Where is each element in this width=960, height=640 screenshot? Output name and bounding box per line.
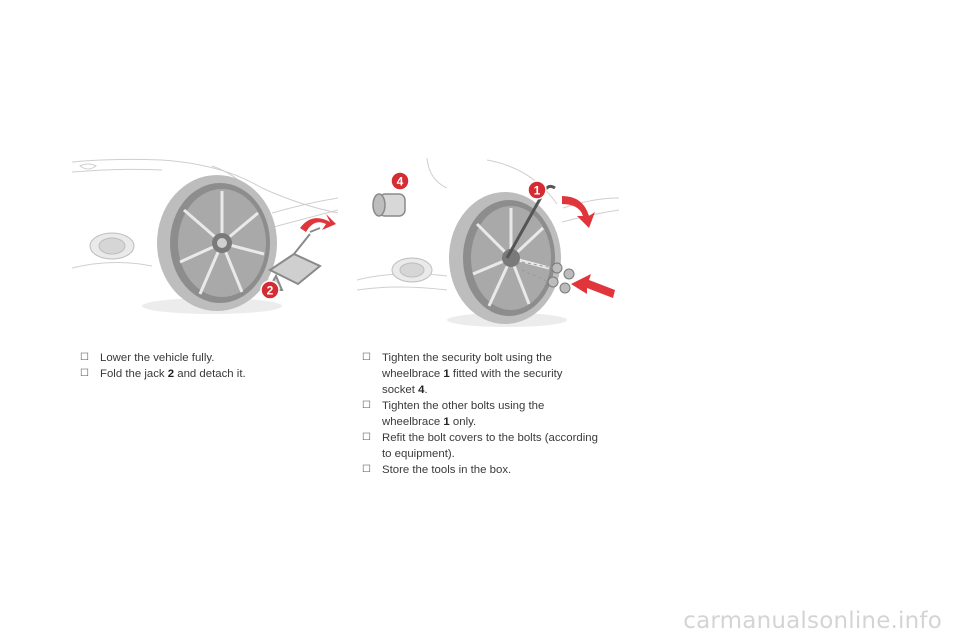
wheelbrace-illustration: 4 1 xyxy=(357,158,619,327)
step-ref: 1 xyxy=(443,416,450,428)
step-ref: 4 xyxy=(418,384,425,396)
step-text: wheelbrace xyxy=(382,368,444,380)
step-item: ☐ Tighten the other bolts using the whee… xyxy=(362,398,624,430)
checkbox-bullet-icon: ☐ xyxy=(362,432,371,443)
step-text: to equipment). xyxy=(382,448,455,460)
step-text: Tighten the security bolt using the xyxy=(382,352,552,364)
step-item: ☐ Refit the bolt covers to the bolts (ac… xyxy=(362,430,624,462)
watermark: carmanualsonline.info xyxy=(683,608,942,634)
callout-4-label: 4 xyxy=(397,175,404,189)
checkbox-bullet-icon: ☐ xyxy=(362,352,371,363)
step-item: ☐ Tighten the security bolt using the wh… xyxy=(362,350,624,398)
step-text: Fold the jack xyxy=(100,368,168,380)
step-text: and detach it. xyxy=(174,368,246,380)
checkbox-bullet-icon: ☐ xyxy=(362,400,371,411)
step-text: Tighten the other bolts using the xyxy=(382,400,545,412)
step-text: socket xyxy=(382,384,419,396)
step-text: only. xyxy=(449,416,477,428)
step-item: ☐ Lower the vehicle fully. xyxy=(80,350,330,366)
step-text: Refit the bolt covers to the bolts (acco… xyxy=(382,432,598,444)
callout-1: 1 xyxy=(527,180,547,200)
step-text: . xyxy=(424,384,428,396)
checkbox-bullet-icon: ☐ xyxy=(362,464,371,475)
steps-left: ☐ Lower the vehicle fully. ☐ Fold the ja… xyxy=(80,350,330,382)
step-text: wheelbrace xyxy=(382,416,444,428)
steps-right: ☐ Tighten the security bolt using the wh… xyxy=(362,350,624,478)
callout-1-label: 1 xyxy=(534,184,541,198)
callout-2: 2 xyxy=(260,280,280,300)
callout-4: 4 xyxy=(390,171,410,191)
jack-illustration: 2 xyxy=(72,158,338,314)
step-item: ☐ Fold the jack 2 and detach it. xyxy=(80,366,330,382)
callout-2-label: 2 xyxy=(267,284,274,298)
step-text: fitted with the security xyxy=(449,368,563,380)
step-text: Store the tools in the box. xyxy=(382,464,512,476)
step-ref: 1 xyxy=(443,368,450,380)
step-text: Lower the vehicle fully. xyxy=(100,352,215,364)
checkbox-bullet-icon: ☐ xyxy=(80,368,89,379)
checkbox-bullet-icon: ☐ xyxy=(80,352,89,363)
step-item: ☐ Store the tools in the box. xyxy=(362,462,624,478)
step-ref: 2 xyxy=(167,368,175,380)
